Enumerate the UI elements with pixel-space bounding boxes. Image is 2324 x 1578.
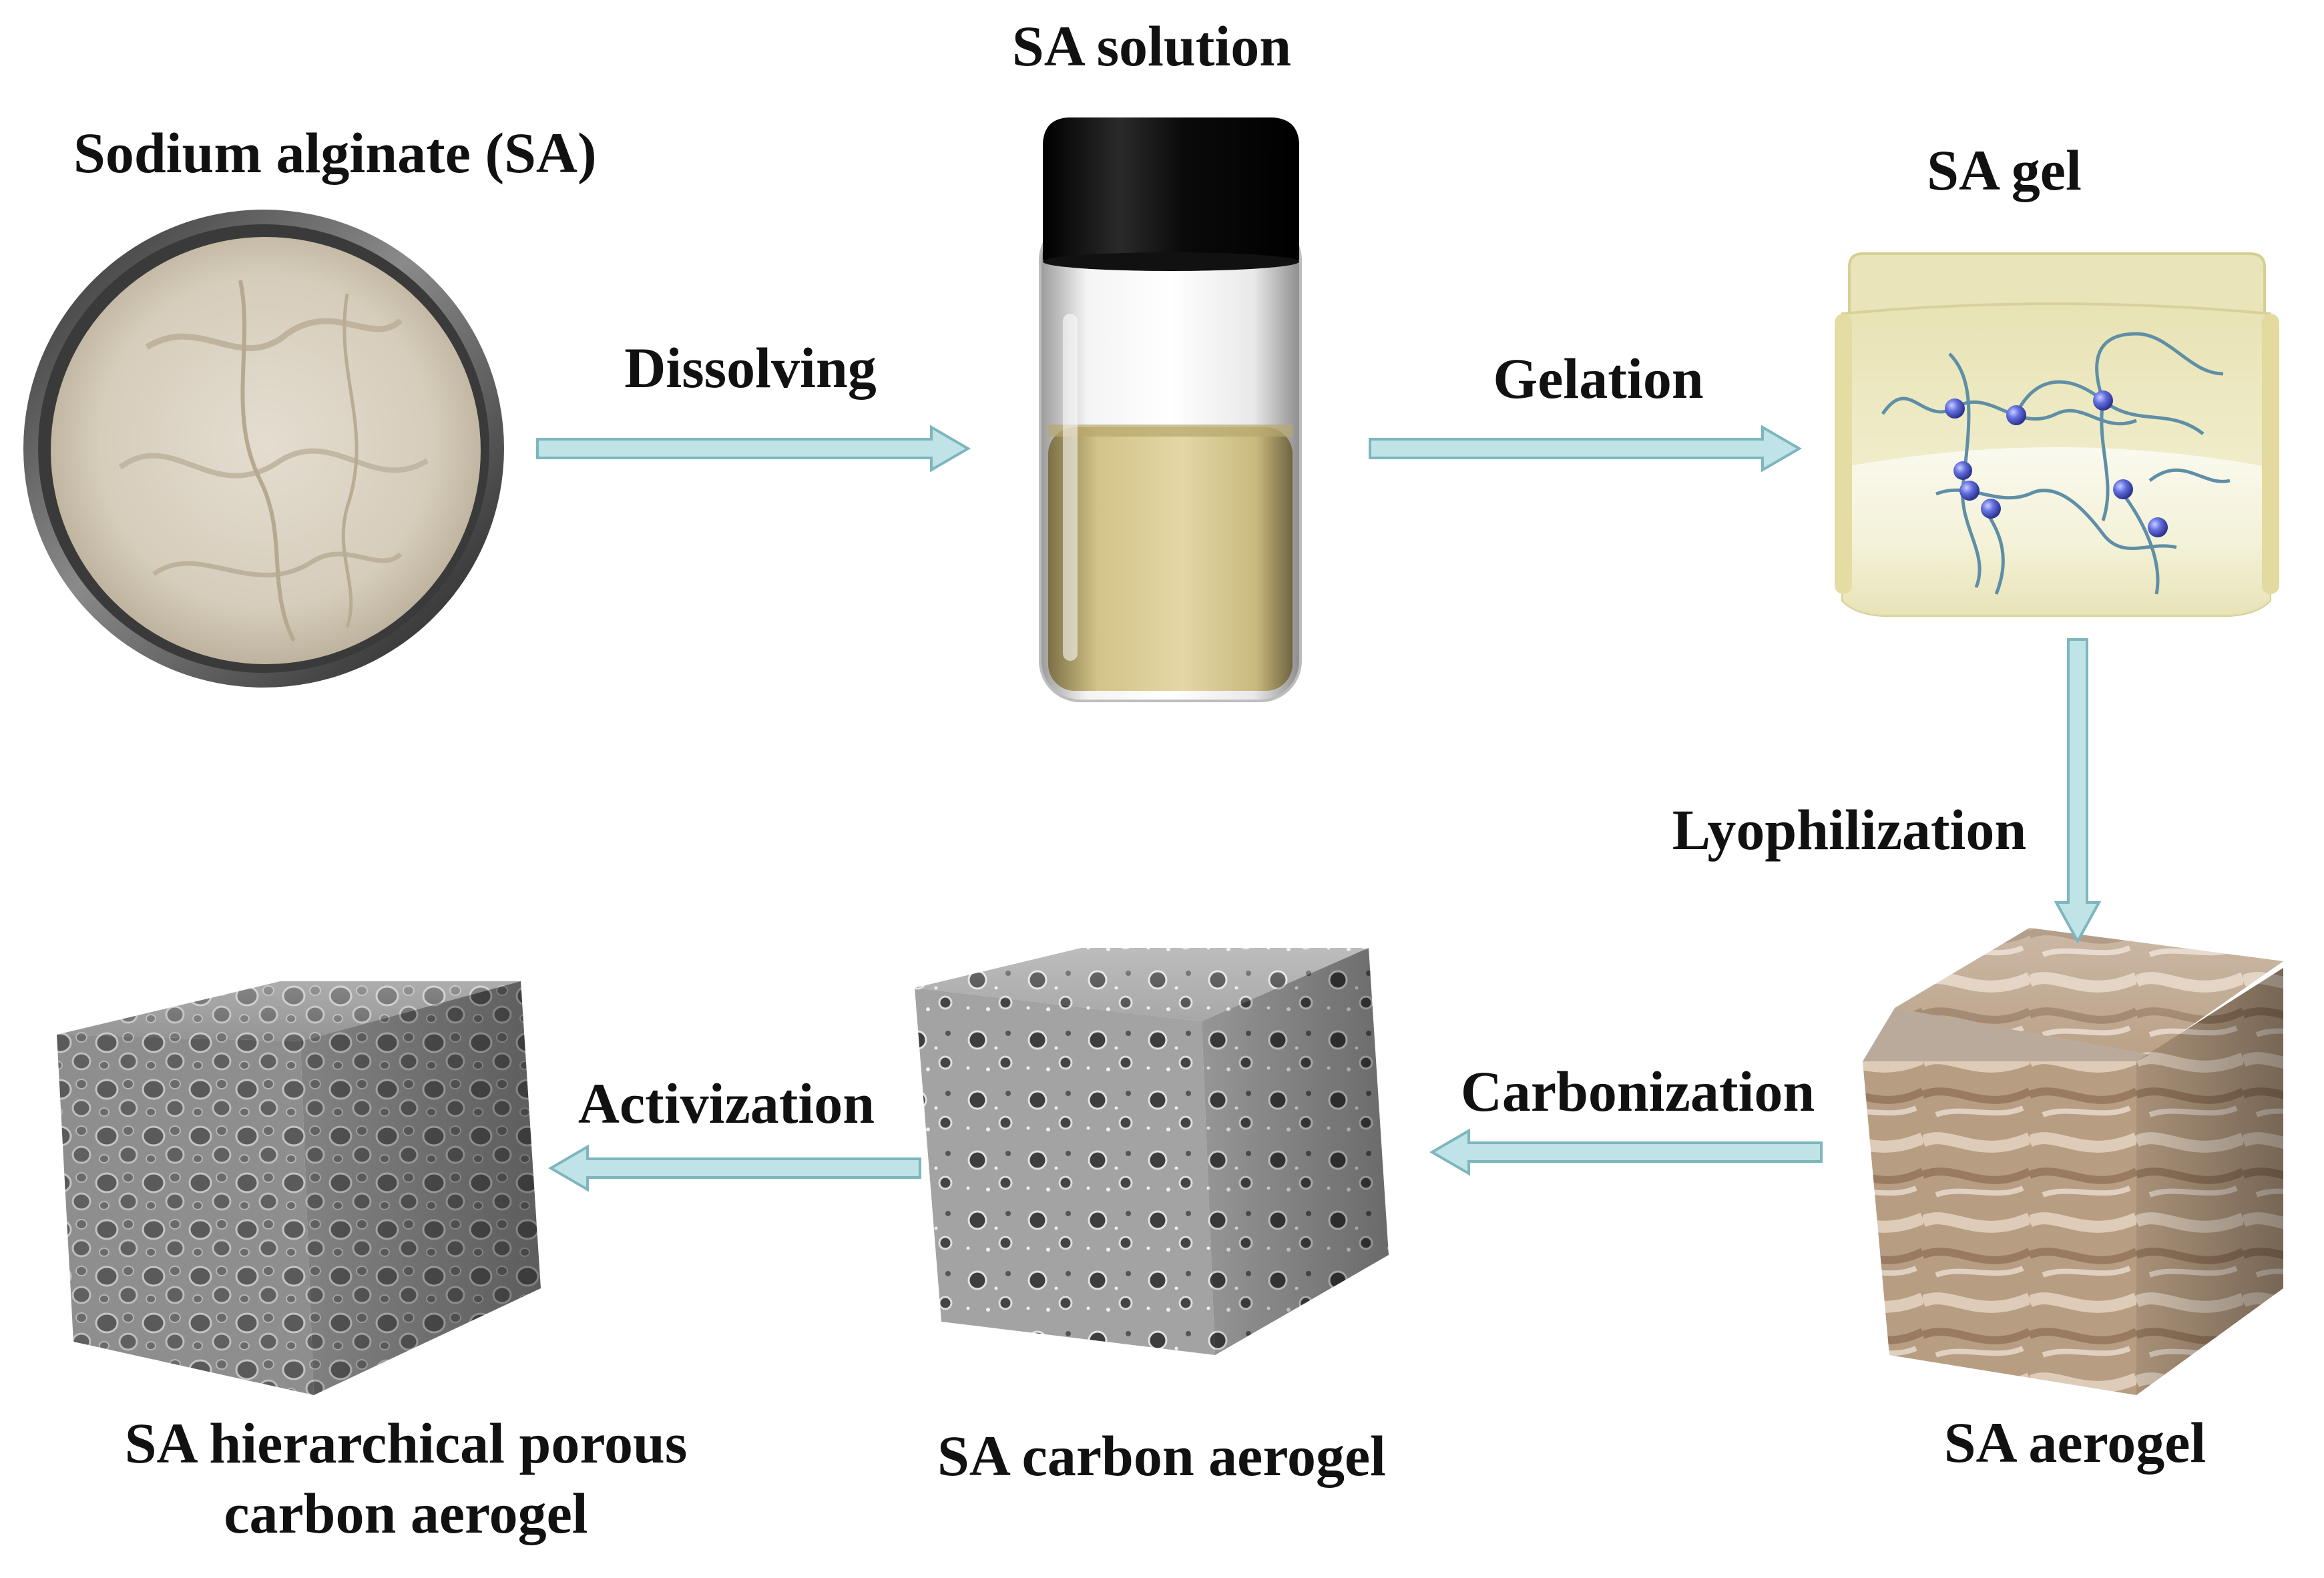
arrow-carbonization xyxy=(1429,1128,1823,1176)
step-gelation: Gelation xyxy=(1493,346,1704,411)
porous-aerogel-label: SA hierarchical porous carbon aerogel xyxy=(125,1408,688,1549)
aerogel-cube-icon xyxy=(1863,928,2283,1395)
gel-label: SA gel xyxy=(1927,138,2082,202)
arrow-dissolving xyxy=(536,425,971,473)
arrow-lyophilization xyxy=(2054,638,2102,945)
step-lyophilization: Lyophilization xyxy=(1672,798,2027,862)
powder-label: Sodium alginate (SA) xyxy=(73,121,597,185)
step-activization: Activization xyxy=(577,1071,875,1135)
carbon-cube-icon xyxy=(915,948,1389,1355)
vial-icon xyxy=(1039,117,1302,702)
powder-dish-icon xyxy=(23,210,504,688)
porous-aerogel-label-line2: carbon aerogel xyxy=(224,1481,588,1545)
carbon-aerogel-label: SA carbon aerogel xyxy=(937,1424,1387,1488)
aerogel-label: SA aerogel xyxy=(1943,1410,2206,1475)
step-carbonization: Carbonization xyxy=(1460,1059,1815,1123)
arrow-gelation xyxy=(1369,425,1802,473)
porous-aerogel-label-line1: SA hierarchical porous xyxy=(124,1411,688,1475)
porous-cube-icon xyxy=(57,981,541,1395)
gel-network-icon xyxy=(1835,252,2279,617)
arrow-activization xyxy=(548,1144,921,1192)
step-dissolving: Dissolving xyxy=(624,336,877,400)
solution-label: SA solution xyxy=(1011,14,1292,78)
